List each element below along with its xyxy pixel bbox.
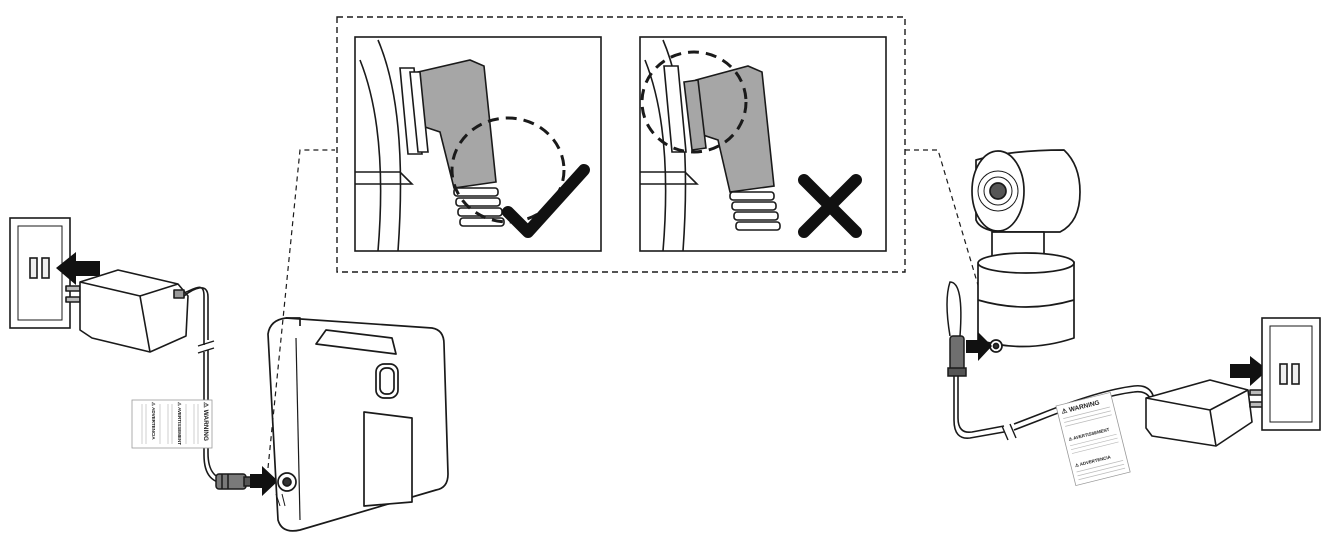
panel-correct-connection bbox=[354, 36, 602, 252]
detail-callout-box bbox=[336, 16, 906, 273]
video-monitor bbox=[267, 317, 449, 532]
monitor-label-warning: ⚠ WARNING bbox=[202, 402, 210, 441]
camera-callout-line bbox=[905, 149, 997, 347]
check-icon bbox=[502, 164, 590, 238]
monitor-wall-outlet bbox=[9, 217, 71, 329]
incorrect-highlight-circle bbox=[640, 50, 748, 154]
monitor-power-adapter bbox=[65, 269, 189, 353]
monitor-power-cable bbox=[183, 286, 231, 485]
correct-highlight-circle bbox=[450, 116, 566, 224]
monitor-connect-arrow bbox=[250, 466, 278, 496]
monitor-dc-plug bbox=[215, 473, 253, 490]
camera-warning-label: ⚠ WARNING ⚠ AVERTISSEMENT ⚠ ADVERTENCIA bbox=[1055, 391, 1131, 487]
monitor-warning-label: ⚠ WARNING ⚠ AVERTISSEMENT ⚠ ADVERTENCIA bbox=[131, 399, 213, 449]
panel-incorrect-connection bbox=[639, 36, 887, 252]
baby-camera bbox=[971, 149, 1081, 353]
cross-icon bbox=[798, 174, 862, 238]
camera-wall-outlet bbox=[1261, 317, 1321, 431]
monitor-label-avertissement: ⚠ AVERTISSEMENT bbox=[177, 402, 182, 445]
camera-plug-in-arrow bbox=[1230, 356, 1268, 386]
monitor-plug-in-arrow bbox=[56, 252, 100, 285]
camera-dc-plug bbox=[946, 281, 967, 377]
camera-connect-arrow bbox=[966, 332, 992, 361]
monitor-callout-line bbox=[267, 149, 335, 469]
monitor-label-advertencia: ⚠ ADVERTENCIA bbox=[151, 402, 156, 440]
camera-power-cable bbox=[953, 376, 1155, 439]
camera-power-adapter bbox=[1145, 379, 1265, 447]
